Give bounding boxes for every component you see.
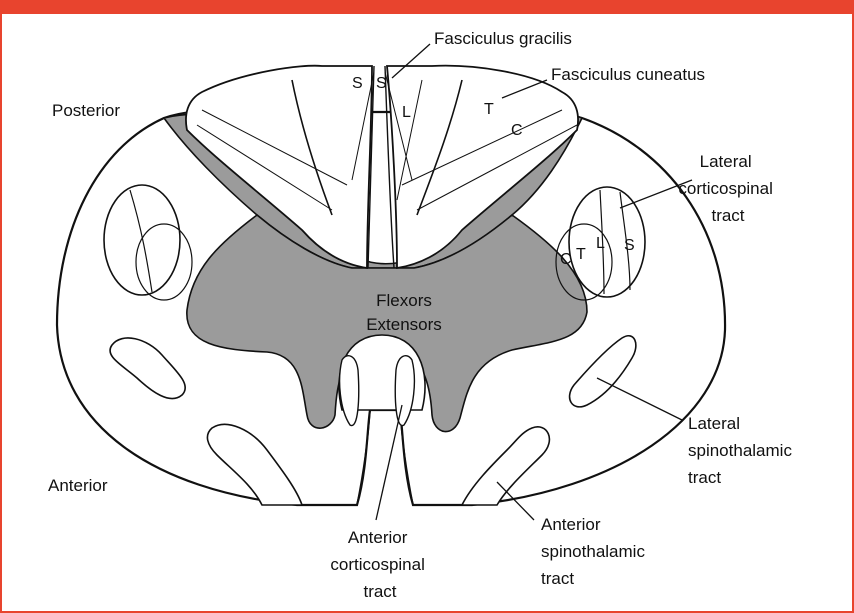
flexors-label: Flexors — [376, 291, 432, 310]
cuneatus-letter-c: C — [511, 122, 523, 139]
fasciculus-cuneatus-label: Fasciculus cuneatus — [551, 65, 705, 84]
gracilis-letter-l: L — [402, 104, 411, 121]
anterior-spinothalamic-label: Anterior spinothalamic tract — [541, 515, 650, 588]
lateral-spinothalamic-label: Lateral spinothalamic tract — [688, 414, 797, 487]
corticospinal-letter-s: S — [624, 237, 635, 254]
cuneatus-letter-t: T — [484, 101, 494, 118]
anterior-corticospinal-label: Anterior corticospinal tract — [330, 528, 429, 601]
anterior-label: Anterior — [48, 476, 108, 495]
gracilis-letter-s1: S — [352, 75, 363, 92]
corticospinal-letter-c: C — [560, 251, 572, 268]
extensors-label: Extensors — [366, 315, 442, 334]
fasciculus-gracilis-label: Fasciculus gracilis — [434, 29, 572, 48]
corticospinal-letter-l: L — [596, 235, 605, 252]
gracilis-letter-s2: S — [376, 75, 387, 92]
corticospinal-letter-t: T — [576, 246, 586, 263]
posterior-label: Posterior — [52, 101, 120, 120]
